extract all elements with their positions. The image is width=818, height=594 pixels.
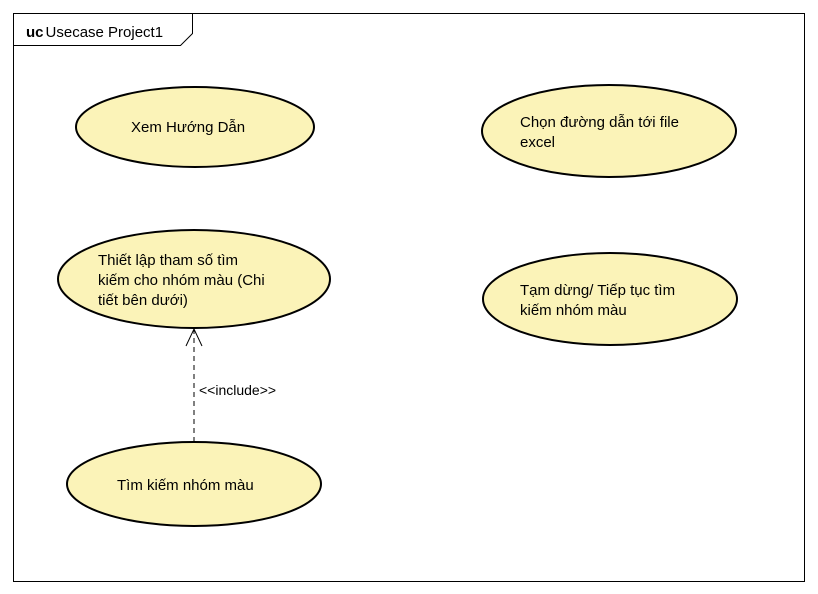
- usecase-label-line: Thiết lập tham số tìm: [98, 252, 238, 269]
- usecase-label-line: Tạm dừng/ Tiếp tục tìm: [520, 282, 675, 299]
- usecase-tim-kiem-nhom-mau[interactable]: Tìm kiếm nhóm màu: [66, 441, 322, 527]
- usecase-label-line: kiếm cho nhóm màu (Chi: [98, 272, 265, 289]
- frame-title: Usecase Project1: [46, 24, 164, 41]
- usecase-label-line: tiết bên dưới): [98, 292, 188, 309]
- usecase-chon-duong-dan[interactable]: Chọn đường dẫn tới file excel: [481, 84, 737, 178]
- usecase-ellipse: [75, 86, 315, 168]
- frame-keyword: uc: [26, 24, 44, 41]
- include-label: <<include>>: [199, 382, 276, 398]
- frame-label-tab: [13, 13, 193, 46]
- usecase-tam-dung-tiep-tuc[interactable]: Tạm dừng/ Tiếp tục tìm kiếm nhóm màu: [482, 252, 738, 346]
- usecase-ellipse: [482, 252, 738, 346]
- usecase-label-line: Chọn đường dẫn tới file: [520, 114, 679, 131]
- svg-text:Tìm kiếm nhóm màu: Tìm kiếm nhóm màu: [117, 477, 254, 494]
- svg-text:Tạm dừng/ Tiếp tục tìm k: Tạm dừng/ Tiếp tục tìm kiếm nhóm màu: [520, 282, 679, 319]
- usecase-label-line: Tìm kiếm nhóm màu: [117, 477, 254, 494]
- include-relationship[interactable]: <<include>>: [185, 327, 276, 442]
- svg-text:Thiết lập tham số tìm ki: Thiết lập tham số tìm kiếm cho nhóm màu …: [98, 252, 269, 309]
- include-arrowhead-icon: [185, 327, 203, 347]
- usecase-xem-huong-dan[interactable]: Xem Hướng Dẫn: [75, 86, 315, 168]
- svg-text:Chọn đường dẫn tới file: Chọn đường dẫn tới file excel: [520, 114, 683, 151]
- usecase-ellipse: [481, 84, 737, 178]
- usecase-label-line: excel: [520, 134, 555, 151]
- usecase-thiet-lap-tham-so[interactable]: Thiết lập tham số tìm kiếm cho nhóm màu …: [57, 229, 331, 329]
- svg-text:Xem Hướng Dẫn: Xem Hướng Dẫn: [131, 119, 245, 136]
- usecase-label-line: Xem Hướng Dẫn: [131, 119, 245, 136]
- usecase-label-line: kiếm nhóm màu: [520, 302, 627, 319]
